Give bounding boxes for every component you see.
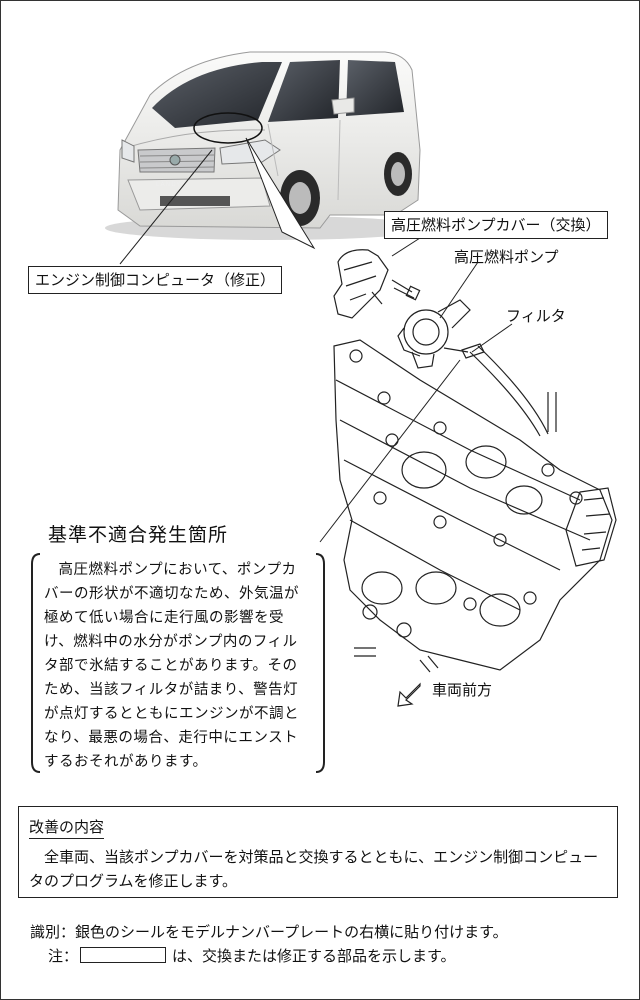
improvement-text: 全車両、当該ポンプカバーを対策品と交換するとともに、エンジン制御コンピュータのプ…: [29, 848, 599, 890]
improvement-box: 改善の内容 全車両、当該ポンプカバーを対策品と交換するとともに、エンジン制御コン…: [18, 806, 618, 898]
improvement-title: 改善の内容: [29, 817, 105, 839]
vehicle-front-arrow: [397, 682, 421, 707]
pump-cover-label: 高圧燃料ポンプカバー（交換）: [384, 211, 608, 239]
pump-label: 高圧燃料ポンプ: [454, 248, 559, 266]
legend-sample-box: [80, 947, 167, 963]
filter-label: フィルタ: [506, 307, 566, 325]
engine-diagram: [319, 237, 617, 673]
legend-note: 注： は、交換または修正する部品を示します。: [48, 946, 456, 966]
legend-prefix: 注：: [48, 947, 79, 965]
defect-description: 高圧燃料ポンプにおいて、ポンプカバーの形状が不適切なため、外気温が極めて低い場合…: [44, 562, 299, 770]
defect-title: 基準不適合発生箇所: [48, 524, 229, 546]
vehicle-front-label: 車両前方: [432, 681, 493, 699]
minivan-illustration: [105, 51, 435, 265]
recall-illustration: [105, 51, 617, 707]
car-badge: LANDY: [156, 181, 182, 188]
ecu-label: エンジン制御コンピュータ（修正）: [28, 266, 283, 294]
legend-suffix: は、交換または修正する部品を示します。: [172, 947, 456, 965]
identification-note: 識別：銀色のシールをモデルナンバープレートの右横に貼り付けます。: [30, 923, 508, 941]
defect-bracket: [31, 553, 325, 773]
